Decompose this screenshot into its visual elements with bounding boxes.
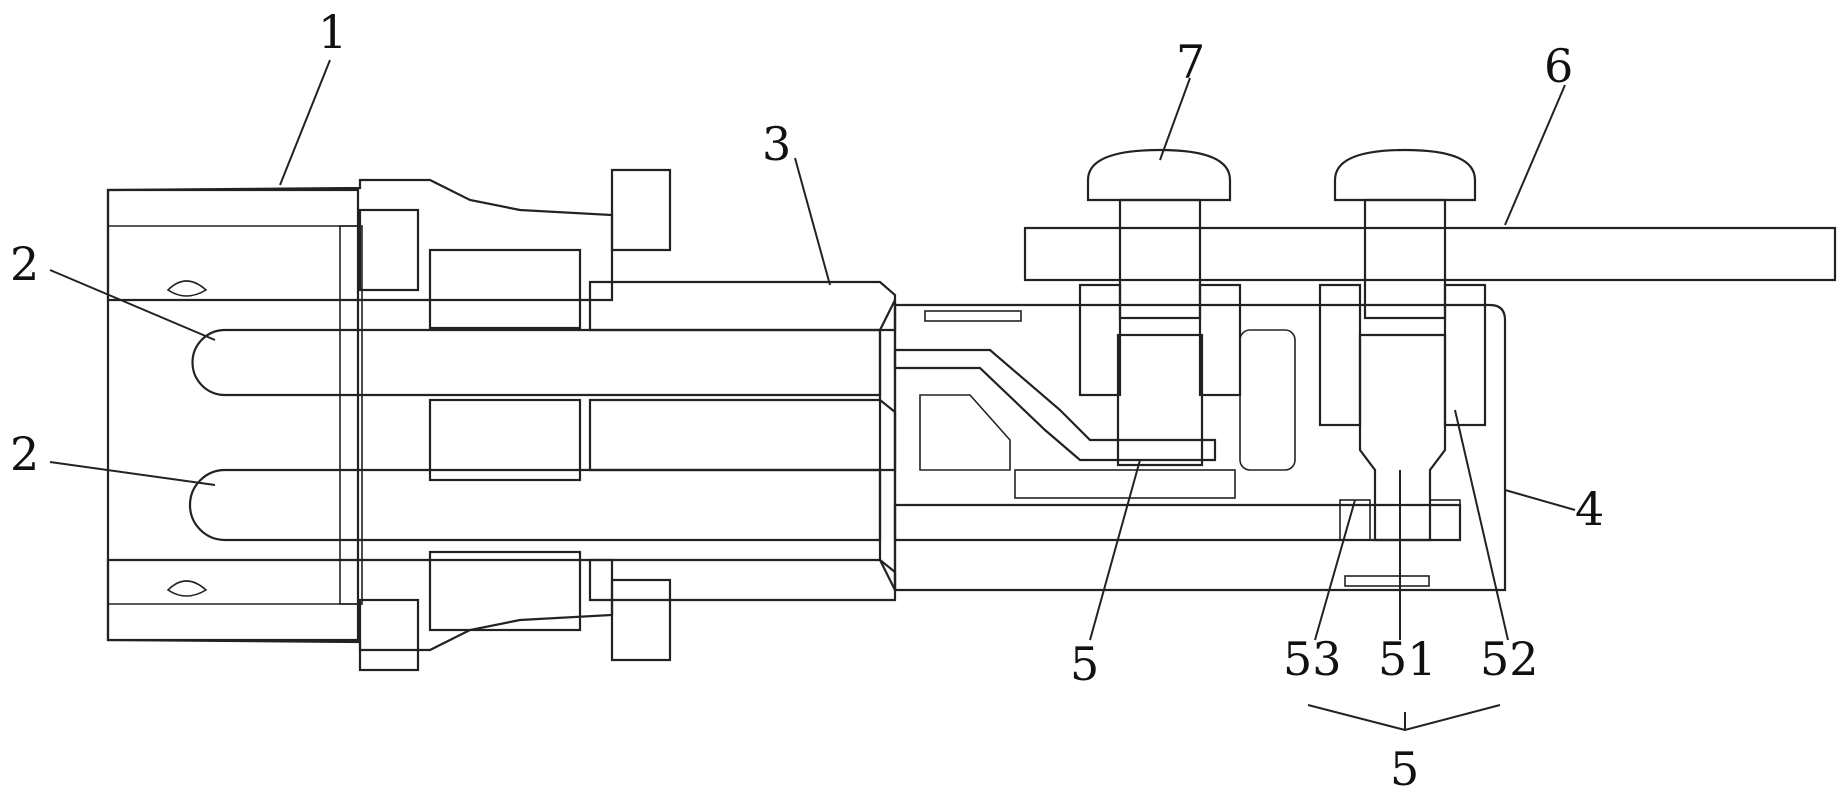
label-housing: 1 <box>318 5 347 59</box>
label-terminal-washer: 53 <box>1283 632 1342 686</box>
label-screw: 7 <box>1176 35 1205 89</box>
label-insulator: 3 <box>762 117 791 171</box>
label-pin-lower: 2 <box>10 427 39 481</box>
seal-rings <box>358 208 582 672</box>
label-terminal: 5 <box>1070 637 1099 691</box>
label-terminal-sleeve: 52 <box>1480 632 1539 686</box>
housing <box>106 168 672 662</box>
label-plate: 6 <box>1544 39 1573 93</box>
leader-lines <box>49 59 1576 732</box>
label-terminal-screw: 51 <box>1378 632 1437 686</box>
screw-left <box>1078 148 1242 467</box>
label-pin-upper: 2 <box>10 237 39 291</box>
label-base: 4 <box>1575 482 1604 536</box>
screw-right <box>1318 148 1487 542</box>
pins <box>188 299 897 591</box>
plate <box>1023 226 1837 282</box>
label-terminal-group: 5 <box>1390 742 1419 796</box>
